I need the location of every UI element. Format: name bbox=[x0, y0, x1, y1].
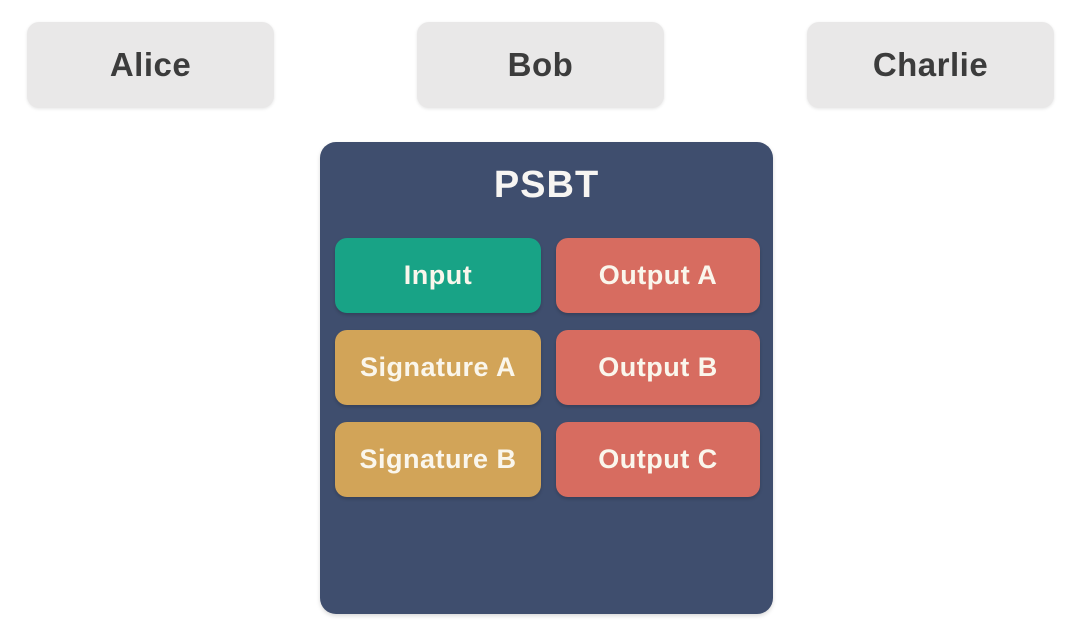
participant-bob: Bob bbox=[417, 22, 664, 108]
participant-alice-label: Alice bbox=[109, 46, 192, 83]
psbt-title: PSBT bbox=[493, 164, 600, 206]
psbt-cell-output-b: Output B bbox=[556, 330, 760, 405]
participant-alice: Alice bbox=[27, 22, 274, 108]
psbt-cell-signature-a: Signature A bbox=[335, 330, 541, 405]
psbt-cell-output-a: Output A bbox=[556, 238, 760, 313]
psbt-grid: Input Output A Signature A Output B Sign… bbox=[335, 238, 760, 497]
psbt-cell-signature-b: Signature B bbox=[335, 422, 541, 497]
participant-bob-label: Bob bbox=[507, 46, 574, 83]
participant-charlie: Charlie bbox=[807, 22, 1054, 108]
psbt-container: PSBT Input Output A Signature A Output B… bbox=[320, 142, 773, 614]
participant-charlie-label: Charlie bbox=[872, 46, 989, 83]
psbt-cell-input: Input bbox=[335, 238, 541, 313]
psbt-cell-output-c: Output C bbox=[556, 422, 760, 497]
